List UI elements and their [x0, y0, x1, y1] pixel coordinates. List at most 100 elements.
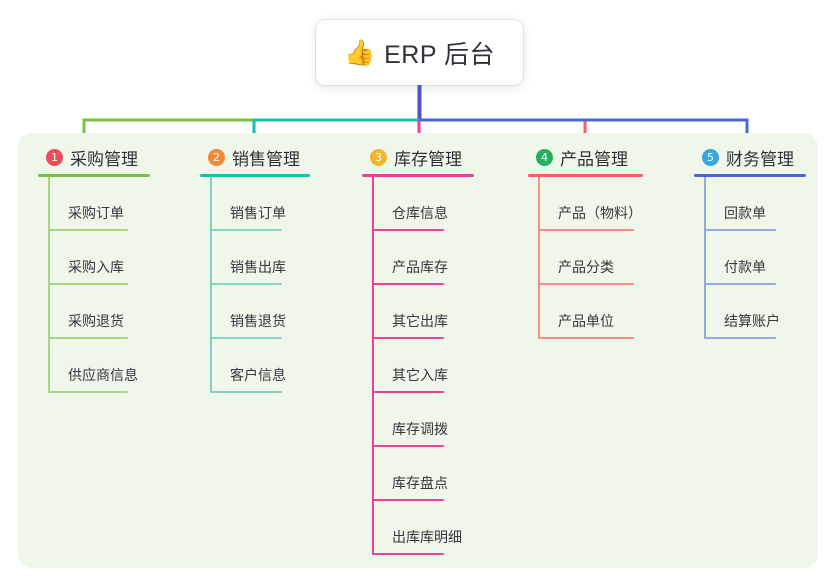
branch-column-5: 5 财务管理回款单付款单结算账户 [694, 145, 806, 339]
branch-header-2[interactable]: 2 销售管理 [200, 145, 310, 169]
branch-spine [372, 177, 374, 555]
branch-item-label: 产品单位 [558, 313, 614, 329]
branch-item[interactable]: 库存盘点 [372, 447, 474, 501]
branch-item-rule [372, 499, 444, 501]
branch-item-label: 结算账户 [724, 313, 780, 329]
branch-item[interactable]: 产品库存 [372, 231, 474, 285]
branch-item-label: 付款单 [724, 259, 766, 275]
branch-item-rule [704, 337, 776, 339]
branch-number-badge: 3 [370, 148, 387, 166]
branch-item-rule [210, 283, 282, 285]
branch-item-rule [372, 337, 444, 339]
root-node[interactable]: 👍 ERP 后台 [316, 20, 523, 85]
branch-header-3[interactable]: 3 库存管理 [362, 145, 474, 169]
branch-item[interactable]: 采购退货 [48, 285, 150, 339]
branch-item-rule [372, 283, 444, 285]
branch-items: 产品（物料）产品分类产品单位 [528, 177, 643, 339]
branch-item[interactable]: 客户信息 [210, 339, 310, 393]
branch-header-rule [200, 174, 310, 177]
branch-item-label: 库存盘点 [392, 475, 448, 491]
branch-item-label: 其它出库 [392, 313, 448, 329]
branch-title: 库存管理 [394, 149, 462, 169]
branch-item[interactable]: 产品单位 [538, 285, 643, 339]
branch-header-rule [694, 174, 806, 177]
branch-item-rule [48, 337, 128, 339]
branch-spine [704, 177, 706, 339]
root-title: ERP 后台 [384, 40, 496, 69]
branch-spine [48, 177, 50, 393]
branch-item-rule [48, 283, 128, 285]
branch-column-3: 3 库存管理仓库信息产品库存其它出库其它入库库存调拨库存盘点出库库明细 [362, 145, 474, 555]
branch-item[interactable]: 供应商信息 [48, 339, 150, 393]
branch-item[interactable]: 销售出库 [210, 231, 310, 285]
branch-header-rule [362, 174, 474, 177]
branch-item-rule [48, 229, 128, 231]
branch-item-label: 客户信息 [230, 367, 286, 383]
branch-item[interactable]: 采购入库 [48, 231, 150, 285]
thumbs-up-icon: 👍 [343, 38, 376, 67]
branch-item-rule [372, 391, 444, 393]
branch-item-rule [704, 283, 776, 285]
branch-item-label: 采购订单 [68, 205, 124, 221]
branch-item[interactable]: 其它出库 [372, 285, 474, 339]
branch-item-rule [48, 391, 128, 393]
branch-item[interactable]: 库存调拨 [372, 393, 474, 447]
branch-title: 销售管理 [232, 149, 300, 169]
branch-item-rule [210, 229, 282, 231]
branch-item-label: 销售退货 [230, 313, 286, 329]
branch-item-rule [538, 229, 634, 231]
branch-title: 产品管理 [560, 149, 628, 169]
branch-item-label: 仓库信息 [392, 205, 448, 221]
branch-item[interactable]: 出库库明细 [372, 501, 474, 555]
diagram-panel [18, 133, 818, 568]
branch-items: 采购订单采购入库采购退货供应商信息 [38, 177, 150, 393]
branch-spine [538, 177, 540, 339]
branch-item-rule [372, 553, 444, 555]
branch-title: 财务管理 [726, 149, 794, 169]
branch-column-4: 4 产品管理产品（物料）产品分类产品单位 [528, 145, 643, 339]
branch-item-label: 销售订单 [230, 205, 286, 221]
branch-header-rule [528, 174, 643, 177]
branch-item-label: 销售出库 [230, 259, 286, 275]
branch-item[interactable]: 结算账户 [704, 285, 806, 339]
branch-item[interactable]: 仓库信息 [372, 177, 474, 231]
branch-number-badge: 5 [702, 148, 719, 166]
branch-number-badge: 1 [46, 148, 63, 166]
branch-item[interactable]: 销售退货 [210, 285, 310, 339]
branch-number-badge: 2 [208, 148, 225, 166]
branch-item-rule [372, 229, 444, 231]
branch-item[interactable]: 产品分类 [538, 231, 643, 285]
branch-item-label: 产品库存 [392, 259, 448, 275]
branch-item[interactable]: 付款单 [704, 231, 806, 285]
branch-header-rule [38, 174, 150, 177]
branch-item-rule [210, 391, 282, 393]
branch-item-label: 供应商信息 [68, 367, 138, 383]
branch-item-rule [372, 445, 444, 447]
branch-item-label: 其它入库 [392, 367, 448, 383]
branch-item-label: 采购退货 [68, 313, 124, 329]
branch-item[interactable]: 采购订单 [48, 177, 150, 231]
branch-item-rule [538, 337, 634, 339]
branch-number-badge: 4 [536, 148, 553, 166]
branch-items: 仓库信息产品库存其它出库其它入库库存调拨库存盘点出库库明细 [362, 177, 474, 555]
branch-item-label: 库存调拨 [392, 421, 448, 437]
branch-item[interactable]: 销售订单 [210, 177, 310, 231]
branch-header-5[interactable]: 5 财务管理 [694, 145, 806, 169]
branch-item-label: 采购入库 [68, 259, 124, 275]
branch-spine [210, 177, 212, 393]
branch-items: 回款单付款单结算账户 [694, 177, 806, 339]
branch-item-label: 出库库明细 [392, 529, 462, 545]
branch-column-2: 2 销售管理销售订单销售出库销售退货客户信息 [200, 145, 310, 393]
branch-item[interactable]: 其它入库 [372, 339, 474, 393]
branch-item-rule [704, 229, 776, 231]
branch-header-4[interactable]: 4 产品管理 [528, 145, 643, 169]
branch-item-rule [210, 337, 282, 339]
branch-items: 销售订单销售出库销售退货客户信息 [200, 177, 310, 393]
branch-item[interactable]: 回款单 [704, 177, 806, 231]
branch-item[interactable]: 产品（物料） [538, 177, 643, 231]
branch-item-rule [538, 283, 634, 285]
branch-item-label: 回款单 [724, 205, 766, 221]
